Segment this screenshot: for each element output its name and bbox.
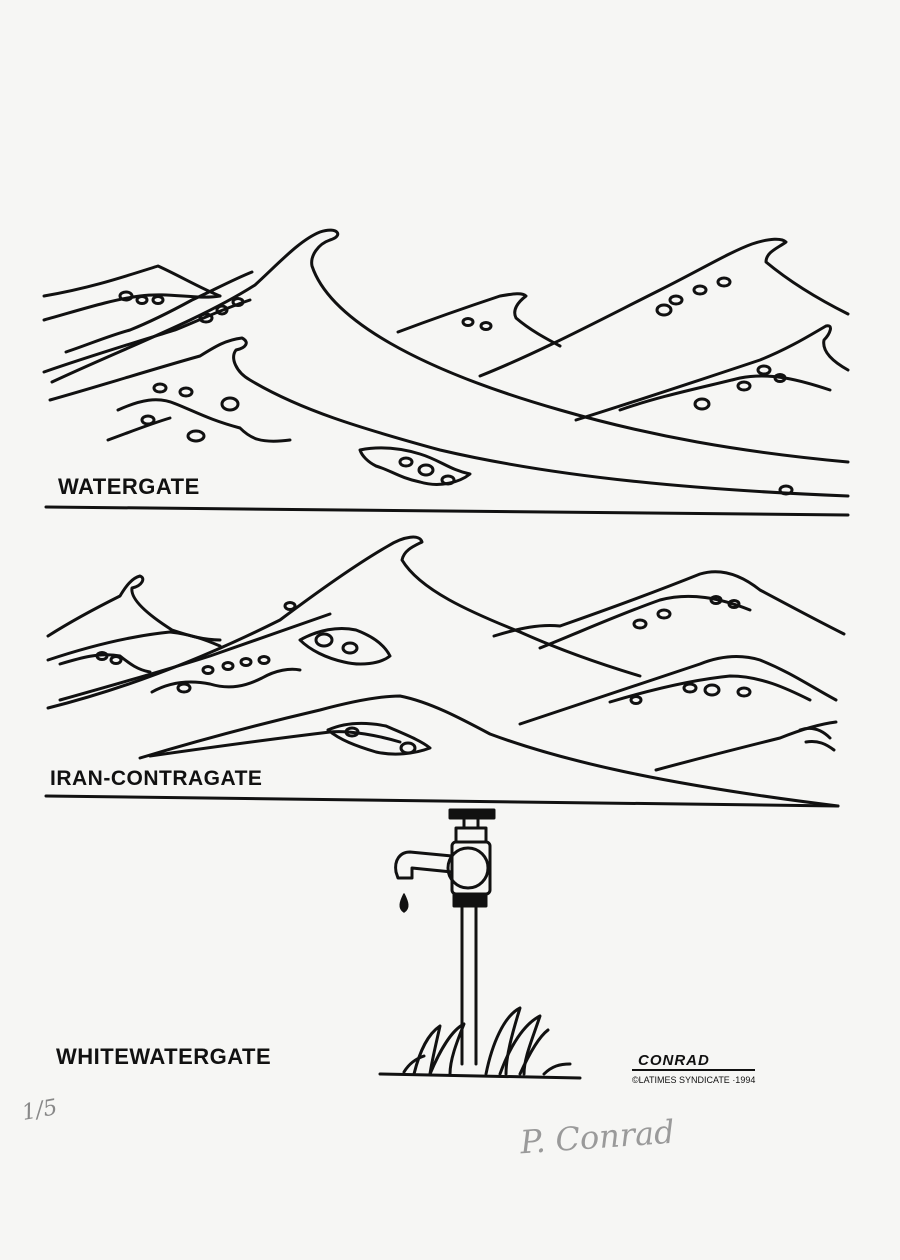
- panel-divider-2: [44, 794, 840, 808]
- copyright-notice: ©LATIMES SYNDICATE ·1994: [632, 1075, 756, 1085]
- panel-caption-watergate: WATERGATE: [58, 474, 200, 499]
- panel-divider-1: [44, 505, 850, 517]
- dripping-faucet: [394, 808, 496, 1066]
- watergate-waves: [42, 228, 850, 498]
- panel-caption-whitewatergate: WHITEWATERGATE: [56, 1044, 272, 1069]
- grass-tuft: [378, 1006, 582, 1080]
- artist-signature-block: CONRAD ©LATIMES SYNDICATE ·1994: [632, 1052, 756, 1085]
- artist-name: CONRAD: [632, 1052, 756, 1071]
- iran-contragate-waves: [46, 535, 846, 808]
- panel-caption-iran-contragate: IRAN-CONTRAGATE: [50, 767, 263, 790]
